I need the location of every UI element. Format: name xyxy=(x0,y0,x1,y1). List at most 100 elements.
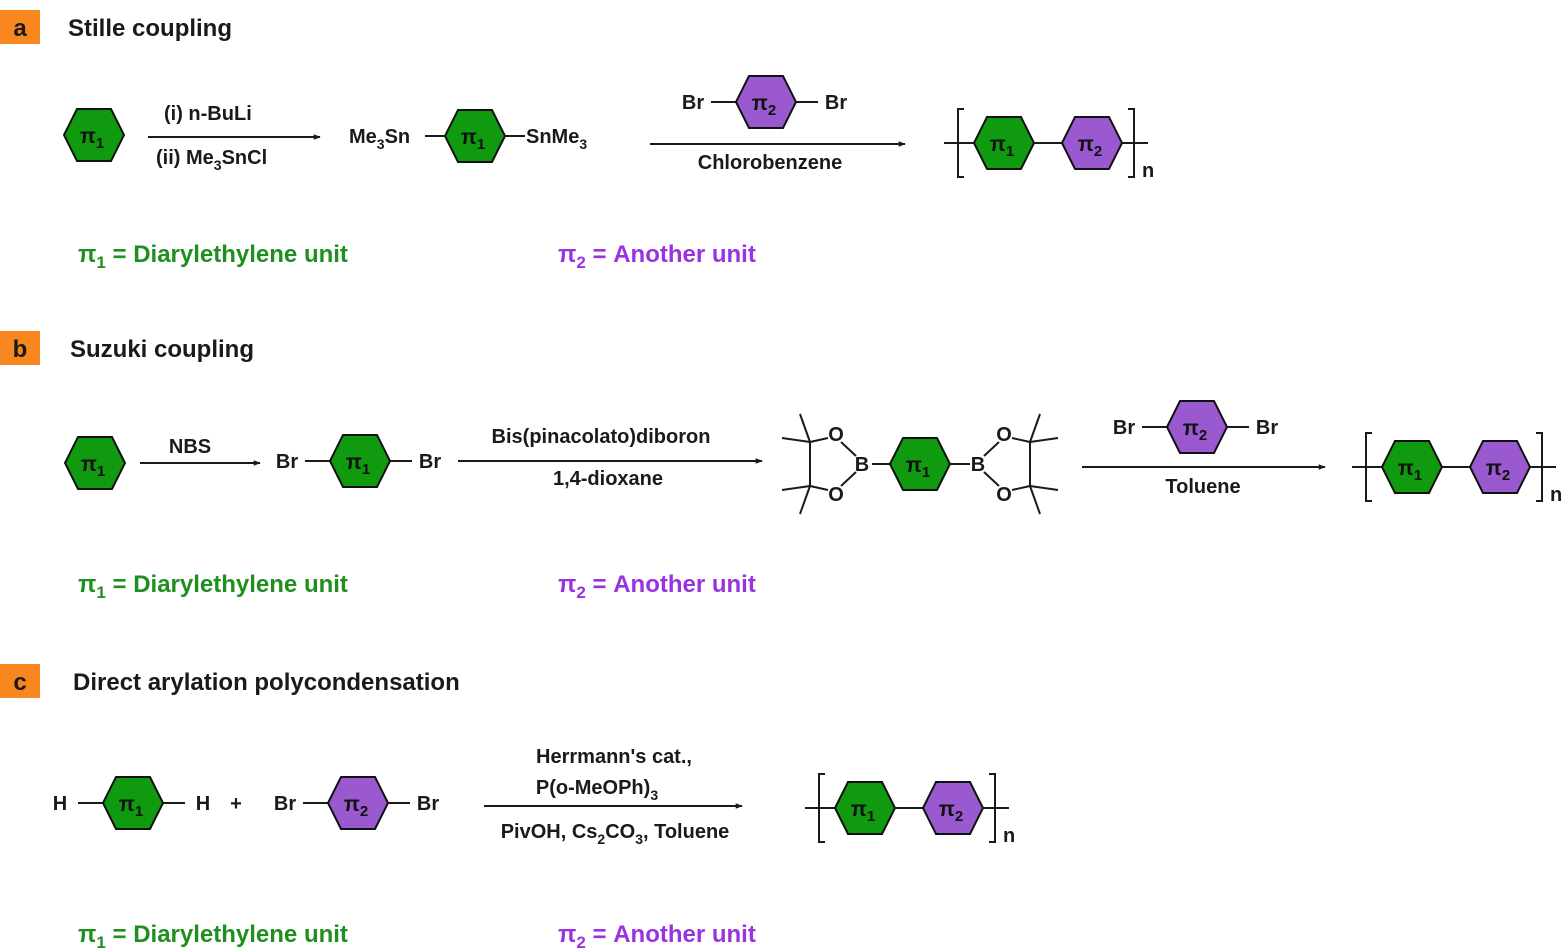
text-segment: Br xyxy=(825,92,847,114)
text-segment: O xyxy=(828,424,844,446)
text-segment: , Toluene xyxy=(643,821,729,843)
text-segment: Br xyxy=(417,793,439,815)
text-segment: O xyxy=(996,424,1012,446)
text-segment: Br xyxy=(1256,417,1278,439)
text-segment: = xyxy=(586,571,613,598)
panel-b-badge-letter: b xyxy=(13,336,28,363)
left-atom: Br xyxy=(274,793,296,815)
text-segment: Me xyxy=(349,126,377,148)
text-segment: π xyxy=(558,921,576,948)
text-segment: SnMe xyxy=(526,126,579,148)
pi1-unit: π1 xyxy=(833,781,897,835)
hexagon-shape xyxy=(62,108,126,162)
legend-pi1: π1 = Diarylethylene unit xyxy=(78,571,348,602)
right-atom: Br xyxy=(419,451,441,473)
pi-letter: π xyxy=(80,125,96,148)
reagent-nbuli: (i) n-BuLi xyxy=(164,103,252,125)
o-c-bond xyxy=(809,437,829,443)
b-o-bond xyxy=(840,471,857,487)
plus-sign: + xyxy=(230,793,242,815)
subscript: 3 xyxy=(650,787,658,803)
text-segment: Diarylethylene unit xyxy=(133,241,348,268)
text-segment: Br xyxy=(419,451,441,473)
subscript: 2 xyxy=(576,583,585,602)
right-atom: Br xyxy=(825,92,847,114)
me3sn-group: Me3Sn xyxy=(349,126,410,152)
pi-letter: π xyxy=(906,454,922,477)
text-segment: π xyxy=(78,571,96,598)
starting-pi1: π1 xyxy=(62,108,126,162)
right-atom: H xyxy=(196,793,210,815)
text-segment: Br xyxy=(682,92,704,114)
pi-symbol: π1 xyxy=(80,125,104,152)
subscript: 3 xyxy=(635,831,643,847)
text-segment: Another unit xyxy=(613,921,756,948)
boron-atom: B xyxy=(971,454,985,476)
pi-letter: π xyxy=(461,126,477,149)
text-segment: H xyxy=(53,793,67,815)
text-segment: n xyxy=(1003,825,1015,847)
pi2-unit: π2 xyxy=(1468,440,1532,494)
boron-atom: B xyxy=(855,454,869,476)
pi-letter: π xyxy=(851,798,867,821)
subscript: 2 xyxy=(576,933,585,952)
subscript: 3 xyxy=(579,136,587,152)
methyl xyxy=(1029,485,1059,491)
text-segment: c xyxy=(13,669,26,696)
pi1-unit: π1 xyxy=(1380,440,1444,494)
text-segment: Suzuki coupling xyxy=(70,336,254,363)
subscript: 3 xyxy=(214,157,222,173)
pi-letter: π xyxy=(1183,417,1199,440)
oxygen-atom: O xyxy=(996,484,1012,506)
subscript: 1 xyxy=(96,933,105,952)
text-segment: Diarylethylene unit xyxy=(133,571,348,598)
pi-subscript: 2 xyxy=(1502,467,1510,484)
ligand-phosphine: P(o-MeOPh)3 xyxy=(536,777,658,803)
panel-c-title: Direct arylation polycondensation xyxy=(73,669,460,696)
text-segment: Diarylethylene unit xyxy=(133,921,348,948)
panel-c-badge xyxy=(0,664,40,698)
panel-a-title: Stille coupling xyxy=(68,15,232,42)
legend-pi1: π1 = Diarylethylene unit xyxy=(78,241,348,272)
text-segment: b xyxy=(13,336,28,363)
boronate-pi1: π1 xyxy=(888,437,952,491)
pi-letter: π xyxy=(1398,457,1414,480)
text-segment: Br xyxy=(1113,417,1135,439)
right-atom: Br xyxy=(1256,417,1278,439)
pi-letter: π xyxy=(752,92,768,115)
pi-subscript: 1 xyxy=(362,461,370,478)
text-segment: π xyxy=(558,241,576,268)
pi-symbol: π2 xyxy=(1078,133,1102,160)
methyl xyxy=(781,437,811,443)
pi-symbol: π1 xyxy=(851,798,875,825)
legend-pi1: π1 = Diarylethylene unit xyxy=(78,921,348,952)
text-segment: (i) n-BuLi xyxy=(164,103,252,125)
panel-a-badge-letter: a xyxy=(13,15,27,42)
left-atom: H xyxy=(53,793,67,815)
dibromo-pi2-c: π2 xyxy=(326,776,390,830)
text-segment: Another unit xyxy=(613,571,756,598)
text-segment: π xyxy=(558,571,576,598)
text-segment: B xyxy=(855,454,869,476)
pi-symbol: π2 xyxy=(939,798,963,825)
pi2-unit: π2 xyxy=(921,781,985,835)
text-segment: PivOH, Cs xyxy=(501,821,598,843)
text-segment: + xyxy=(230,793,242,815)
pi-subscript: 1 xyxy=(96,135,104,152)
text-segment: = xyxy=(106,921,133,948)
reagent-nbs: NBS xyxy=(169,436,211,458)
text-segment: Stille coupling xyxy=(68,15,232,42)
text-segment: Toluene xyxy=(1165,476,1240,498)
pi-subscript: 1 xyxy=(477,136,485,153)
text-segment: Direct arylation polycondensation xyxy=(73,669,460,696)
pi-subscript: 2 xyxy=(360,803,368,820)
pi-symbol: π1 xyxy=(119,793,143,820)
subscript: 2 xyxy=(597,831,605,847)
panel-c-badge-letter: c xyxy=(13,669,26,696)
text-segment: = xyxy=(586,921,613,948)
subscript: 1 xyxy=(96,583,105,602)
b-o-bond xyxy=(840,441,857,457)
oxygen-atom: O xyxy=(828,484,844,506)
text-segment: O xyxy=(828,484,844,506)
subscript: 2 xyxy=(576,253,585,272)
